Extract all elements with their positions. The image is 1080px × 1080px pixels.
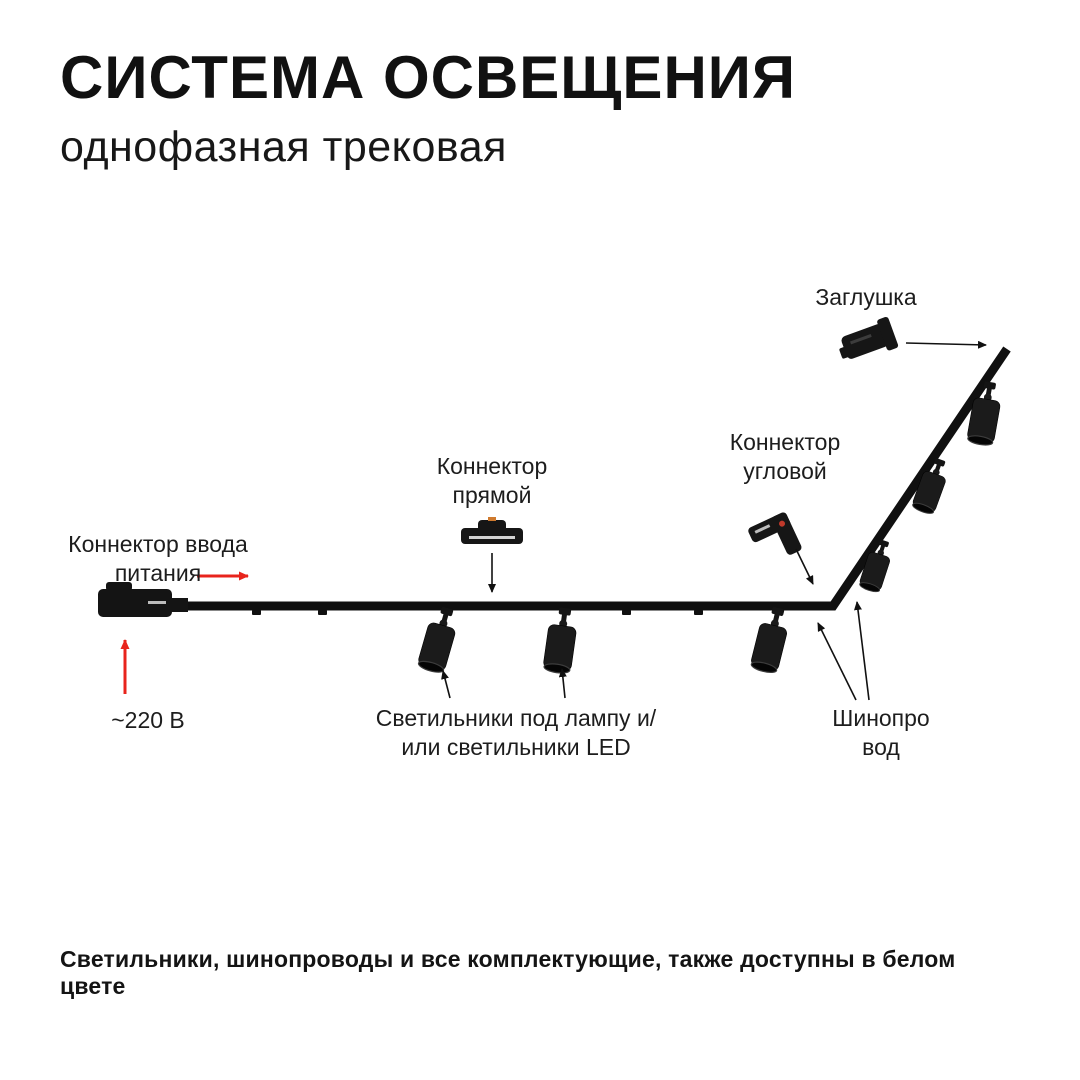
callout-arrows [441,340,987,701]
straight-connector-icon [461,517,523,544]
busbar-arrow-left [817,622,857,701]
page-title: СИСТЕМА ОСВЕЩЕНИЯ [60,44,797,111]
label-straight-connector: Коннектор прямой [436,453,548,508]
page-subtitle: однофазная трековая [60,123,507,171]
fixtures-arrow-left [441,670,451,699]
accent-arrows [120,571,249,694]
label-power-input: Коннектор ввода питания [68,531,248,586]
label-fixtures: Светильники под лампу и/или светильники … [375,705,657,760]
spotlight [541,605,580,676]
footer-note: Светильники, шинопроводы и все комплекту… [60,946,956,999]
busbar-arrow-right [854,601,870,701]
spotlight [415,603,462,676]
corner-connector-icon [748,512,802,555]
label-busbar: Шинопровод [832,705,930,760]
power-input-connector-icon [98,582,188,617]
spotlight [748,604,793,676]
corner-connector-arrow [795,548,814,585]
spotlight [965,379,1005,448]
endcap-arrow [905,340,987,349]
label-voltage: ~220 В [111,707,185,733]
label-endcap: Заглушка [815,284,917,310]
fixtures-arrow-right [558,668,567,699]
endcap-icon [839,316,899,359]
track-mount-nubs [252,610,703,615]
track-rail [186,346,1011,611]
label-corner-connector: Коннектор угловой [729,429,841,484]
header: СИСТЕМА ОСВЕЩЕНИЯ однофазная трековая [60,46,796,172]
